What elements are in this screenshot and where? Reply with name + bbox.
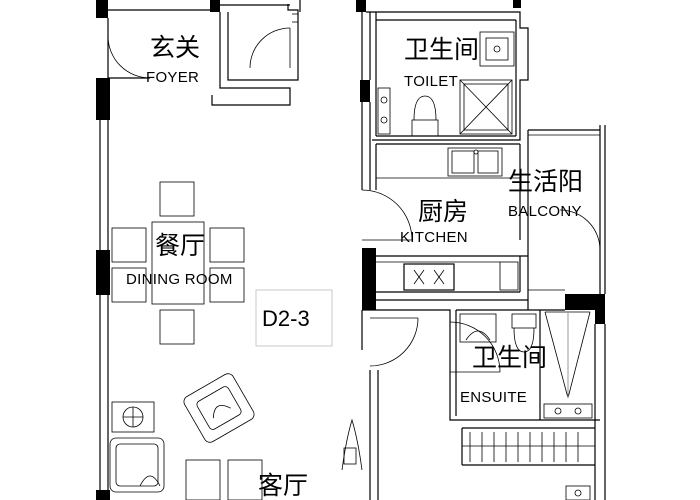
fixtures [376, 31, 595, 500]
wall-lines [99, 0, 606, 500]
room-labels: 玄关 FOYER 卫生间 TOILET 厨房 KITCHEN 生活阳 BALCO… [126, 33, 583, 500]
unit-label: D2-3 [262, 306, 310, 331]
furniture [109, 181, 363, 500]
unit-tag: D2-3 [255, 289, 333, 347]
kitchen-label-cn: 厨房 [418, 197, 468, 226]
dining-label-en: DINING ROOM [126, 271, 233, 288]
living-label-cn: 客厅 [258, 471, 308, 500]
foyer-label-cn: 玄关 [150, 33, 200, 62]
walls [96, 0, 605, 500]
toilet-label-cn: 卫生间 [404, 35, 479, 64]
kitchen-label-en: KITCHEN [400, 229, 468, 246]
dining-label-cn: 餐厅 [155, 231, 205, 260]
balcony-label-en: BALCONY [508, 203, 582, 220]
ensuite-label-cn: 卫生间 [472, 343, 547, 372]
toilet-label-en: TOILET [404, 73, 458, 90]
ensuite-label-en: ENSUITE [460, 389, 527, 406]
foyer-label-en: FOYER [146, 69, 199, 86]
balcony-label-cn: 生活阳 [508, 167, 583, 196]
